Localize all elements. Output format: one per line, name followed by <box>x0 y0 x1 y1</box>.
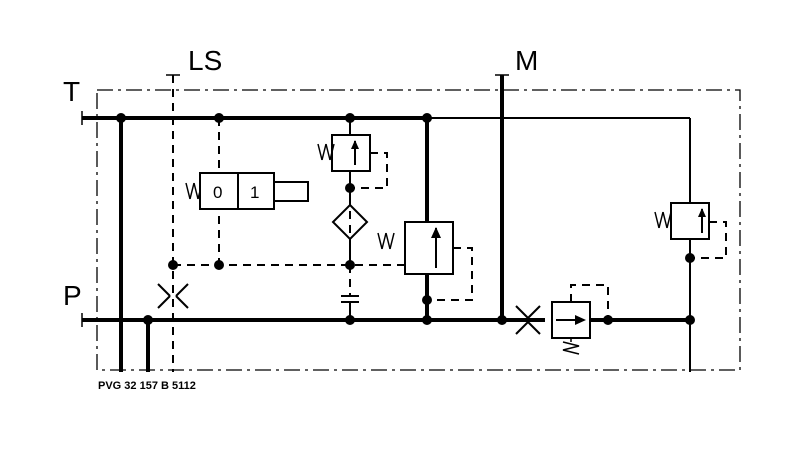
m-line <box>495 74 509 320</box>
solenoid-valve: 0 1 <box>185 172 309 210</box>
port-label-ls: LS <box>188 45 222 76</box>
port-label-p: P <box>63 280 82 311</box>
tank-line <box>81 111 691 203</box>
port-label-m: M <box>515 45 538 76</box>
filter <box>331 203 369 241</box>
ls-line <box>166 74 180 372</box>
compensator-orifice <box>515 305 541 335</box>
relief-valve-upper <box>317 134 388 189</box>
housing-frame <box>96 89 741 371</box>
main-relief-valve <box>377 221 473 301</box>
part-number: PVG 32 157 B 5112 <box>98 380 196 392</box>
ls-orifice <box>157 283 189 309</box>
valve-state-0: 0 <box>213 183 222 202</box>
ls-restrictor <box>341 265 359 320</box>
valve-state-1: 1 <box>250 183 259 202</box>
port-label-t: T <box>63 76 80 107</box>
junction-dots <box>116 113 695 325</box>
relief-valve-right <box>654 202 727 259</box>
pressure-compensator <box>551 284 609 355</box>
